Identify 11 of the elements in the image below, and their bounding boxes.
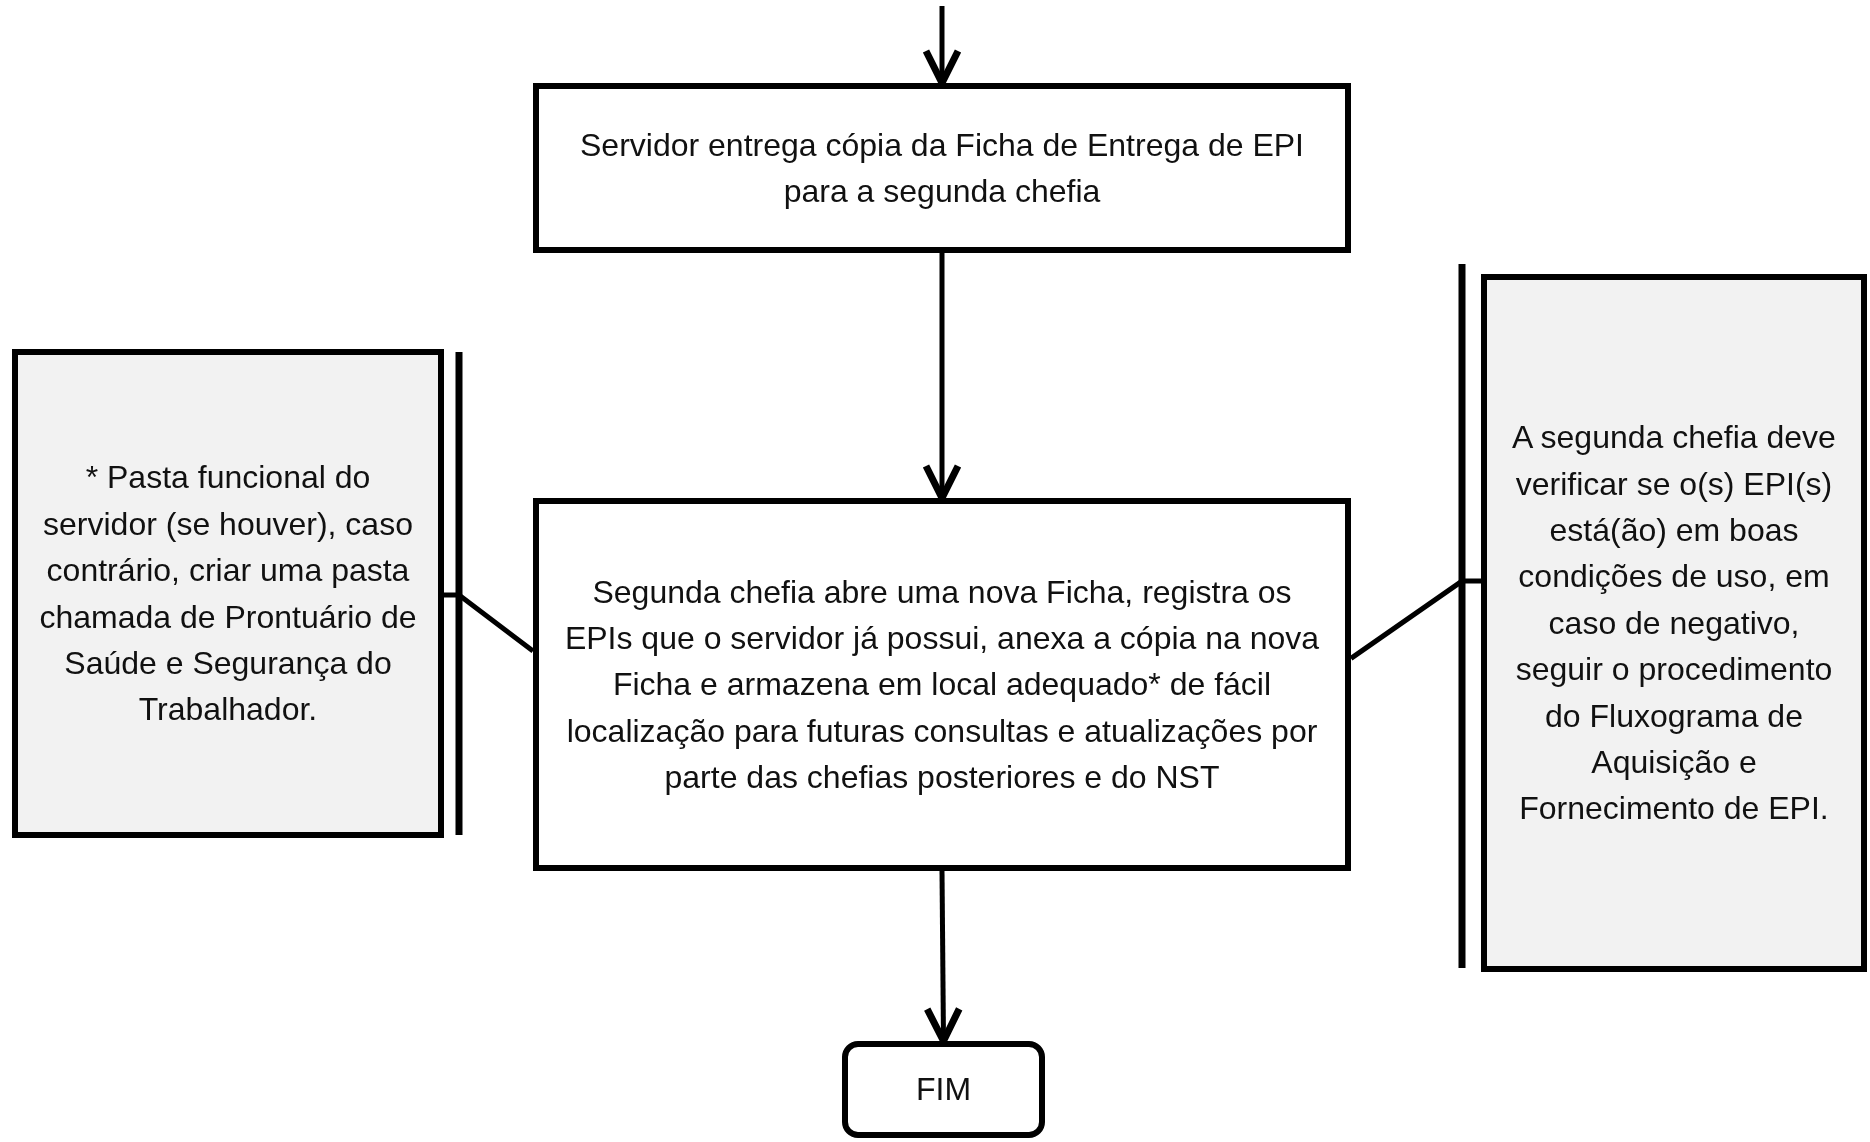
process-box [533, 83, 1351, 253]
box-text: A segunda chefia deve verificar se o(s) EPI(s) está(ão) em boas condições de uso, em caso de negativo, seguir o procedimento do Fluxograma de Aquisição e Fornecimento de EPI. [1511, 418, 1837, 829]
terminal-box [842, 1041, 1045, 1138]
process-box [533, 498, 1351, 871]
box-text: FIM [915, 1070, 972, 1110]
note-box [12, 349, 444, 838]
box-text: Servidor entrega cópia da Ficha de Entrega de EPI para a segunda chefia [579, 125, 1305, 211]
box-text: * Pasta funcional do servidor (se houver), caso contrário, criar uma pasta chamada de Prontuário de Saúde e Segurança do Trabalhador. [38, 458, 418, 730]
box-text: Segunda chefia abre uma nova Ficha, registra os EPIs que o servidor já possui, anexa a cópia na nova Ficha e armazena em local adequado* de fácil localização para futuras consultas e atualizações por parte das chefias posteriores e do NST [563, 572, 1321, 798]
note-box [1481, 274, 1867, 972]
connector-line [444, 592, 535, 653]
